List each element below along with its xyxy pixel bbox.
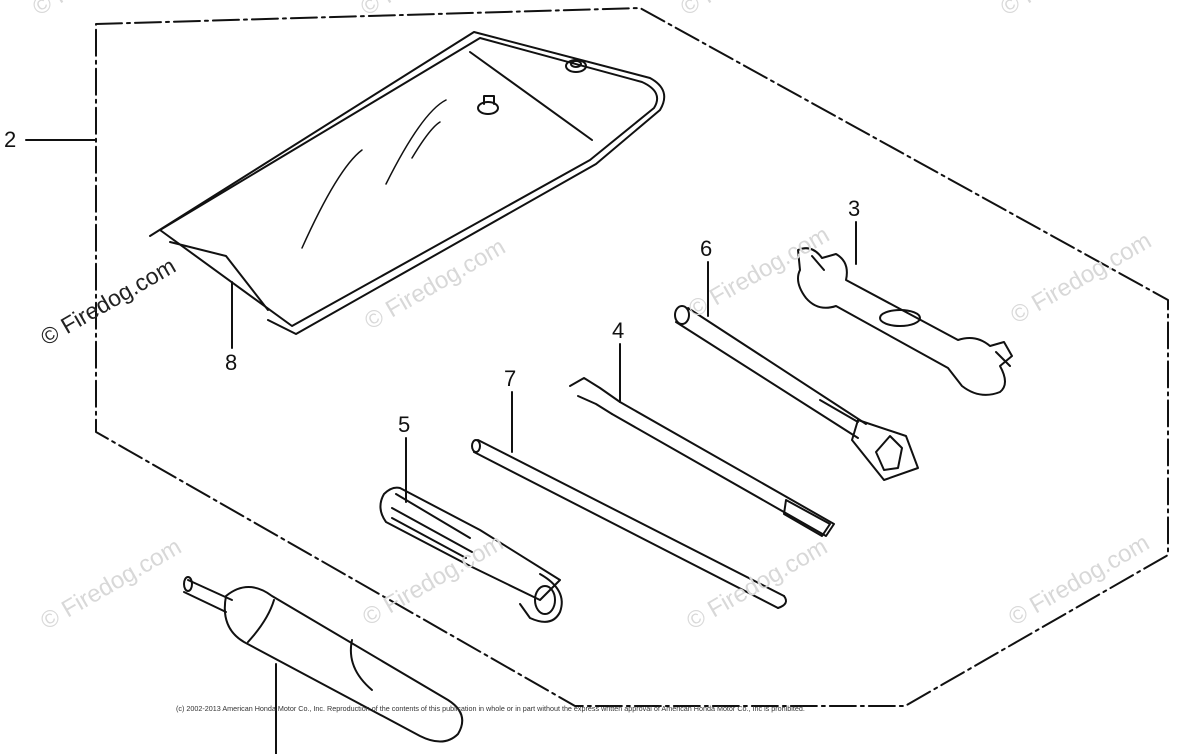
screwdriver-blade [569, 377, 835, 537]
callout-4: 4 [612, 318, 625, 343]
callout-3: 3 [848, 196, 861, 221]
callout-7: 7 [504, 366, 517, 391]
copyright-notice: (c) 2002-2013 American Honda Motor Co., … [176, 704, 805, 713]
callout-2: 2 [4, 127, 17, 152]
extension-rod [471, 439, 787, 609]
callout-5: 5 [398, 412, 411, 437]
callout-8: 8 [225, 350, 238, 375]
tool-bag [149, 31, 666, 335]
open-end-wrench [797, 247, 1013, 396]
plug-wrench-handle [183, 576, 464, 743]
box-wrench [674, 305, 919, 481]
screwdriver-handle [379, 486, 563, 623]
kit-boundary [95, 7, 1169, 707]
callout-6: 6 [700, 236, 713, 261]
